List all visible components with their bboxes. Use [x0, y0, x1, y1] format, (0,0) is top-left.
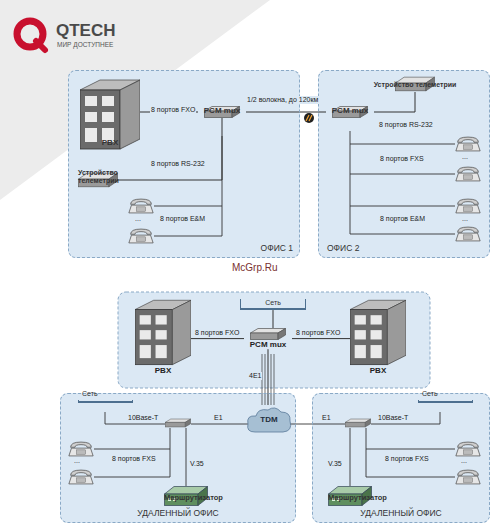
telemetry-device: Устройство телеметрии: [78, 172, 118, 188]
node-text: Устройство телеметрии: [78, 169, 119, 185]
network-bus: Сеть: [78, 400, 133, 403]
brand-slogan: МИР ДОСТУПНЕЕ: [57, 41, 113, 48]
port-label: 8 портов FXS: [380, 155, 424, 163]
pbx-server: PBX: [80, 78, 140, 150]
telemetry-device: Устройство телеметрии: [395, 76, 435, 92]
router-icon: [164, 486, 208, 506]
edge-label: 8 портов FXO: [295, 329, 341, 337]
pcm-mux: PCM mux: [244, 328, 292, 349]
srv-icon: [350, 298, 406, 366]
pbx-server: PBX: [350, 298, 406, 375]
edge-label: 8 портов FXO: [194, 329, 240, 337]
node-text: Маршрутизатор: [164, 494, 223, 503]
edge-group: [118, 92, 415, 405]
remote-office-panel: УДАЛЕННЫЙ ОФИС СетьМаршрутизатор: [60, 393, 296, 523]
phone-icons: [69, 137, 480, 484]
srv-icon: [80, 78, 140, 150]
port-label: 8 портов FXS: [385, 455, 429, 463]
dev-icon: [78, 172, 118, 188]
router: Маршрутизатор: [328, 486, 372, 506]
connector: [140, 112, 198, 113]
connector: [273, 310, 274, 328]
watermark: McGrp.Ru: [232, 262, 278, 273]
office-panel: ОФИС 1 PBX PCM muxУстройство телеметрии: [68, 70, 300, 258]
connector: [292, 338, 350, 339]
dev-icon: [395, 76, 435, 92]
remote-office-panel: УДАЛЕННЫЙ ОФИС СетьМаршрутизатор: [312, 393, 490, 523]
edge-label: 1/2 волокна, до 120км: [246, 96, 319, 104]
node-text: ОФИС 1: [261, 244, 293, 254]
node-text: PBX: [102, 138, 118, 147]
link-label: E1: [214, 414, 223, 422]
brand-name: QTECH: [56, 22, 116, 39]
node-text: TDM: [260, 415, 277, 424]
node-text: PCM mux: [204, 106, 240, 115]
edge-label: 8 портов FXO: [150, 106, 196, 114]
node-text: Устройство телеметрии: [374, 81, 457, 89]
tdm-cloud: TDM: [245, 405, 293, 435]
network-bus: Сеть: [240, 299, 306, 310]
office-panel: ОФИС 2 PCM mux Устройство телеметрии: [318, 70, 490, 258]
node-text: УДАЛЕННЫЙ ОФИС: [313, 509, 489, 519]
port-label: 8 портов FXS: [112, 455, 156, 463]
link-label: E1: [322, 414, 331, 422]
router: Маршрутизатор: [164, 486, 208, 506]
pcm-mux: PCM mux: [198, 106, 246, 118]
network-bus: Сеть: [418, 400, 473, 403]
ellipsis: ...: [74, 457, 80, 465]
connector: [118, 118, 222, 180]
node-text: PCM mux: [332, 106, 368, 115]
connector: [268, 349, 269, 405]
connector: [191, 338, 244, 339]
fiber-symbol: [304, 113, 314, 123]
node-text: PBX: [370, 366, 386, 375]
ellipsis: ...: [462, 215, 468, 223]
node-text: PBX: [155, 366, 171, 375]
ellipsis: ...: [461, 457, 467, 465]
node-text: УДАЛЕННЫЙ ОФИС: [61, 509, 295, 519]
link-label: V.35: [190, 460, 204, 468]
port-label: 8 портов E&M: [160, 215, 205, 223]
node-text: Сеть: [82, 390, 98, 398]
ellipsis: ...: [135, 215, 141, 223]
node-text: Маршрутизатор: [328, 494, 387, 503]
connector: [246, 112, 326, 113]
mux-icon: [250, 328, 286, 340]
phone-wires: [94, 131, 455, 486]
pbx-server: PBX: [135, 298, 191, 375]
edge-label: 8 портов RS-232: [150, 160, 206, 168]
mux-icon: [204, 106, 240, 118]
connector: [374, 92, 415, 112]
router-icon: [328, 486, 372, 506]
pcm-mux: PCM mux: [326, 106, 374, 118]
link-label: V.35: [328, 460, 342, 468]
link-label: 10Base-T: [128, 414, 158, 422]
srv-icon: [135, 298, 191, 366]
mux-icon: [332, 106, 368, 118]
qtech-logo: [17, 21, 45, 50]
port-label: 8 портов E&M: [380, 215, 425, 223]
node-text: Сеть: [244, 299, 302, 307]
node-text: PCM mux: [250, 340, 286, 349]
node-text: Сеть: [422, 390, 438, 398]
panel-grounds: [60, 70, 490, 523]
cloud-shape: [245, 405, 293, 435]
remote-device-icons: [165, 419, 370, 427]
edge-label: 8 портов RS-232: [378, 121, 434, 129]
ellipsis: ...: [462, 153, 468, 161]
edge-label: 4E1: [248, 372, 262, 380]
link-label: 10Base-T: [378, 414, 408, 422]
node-text: ОФИС 2: [327, 244, 359, 254]
